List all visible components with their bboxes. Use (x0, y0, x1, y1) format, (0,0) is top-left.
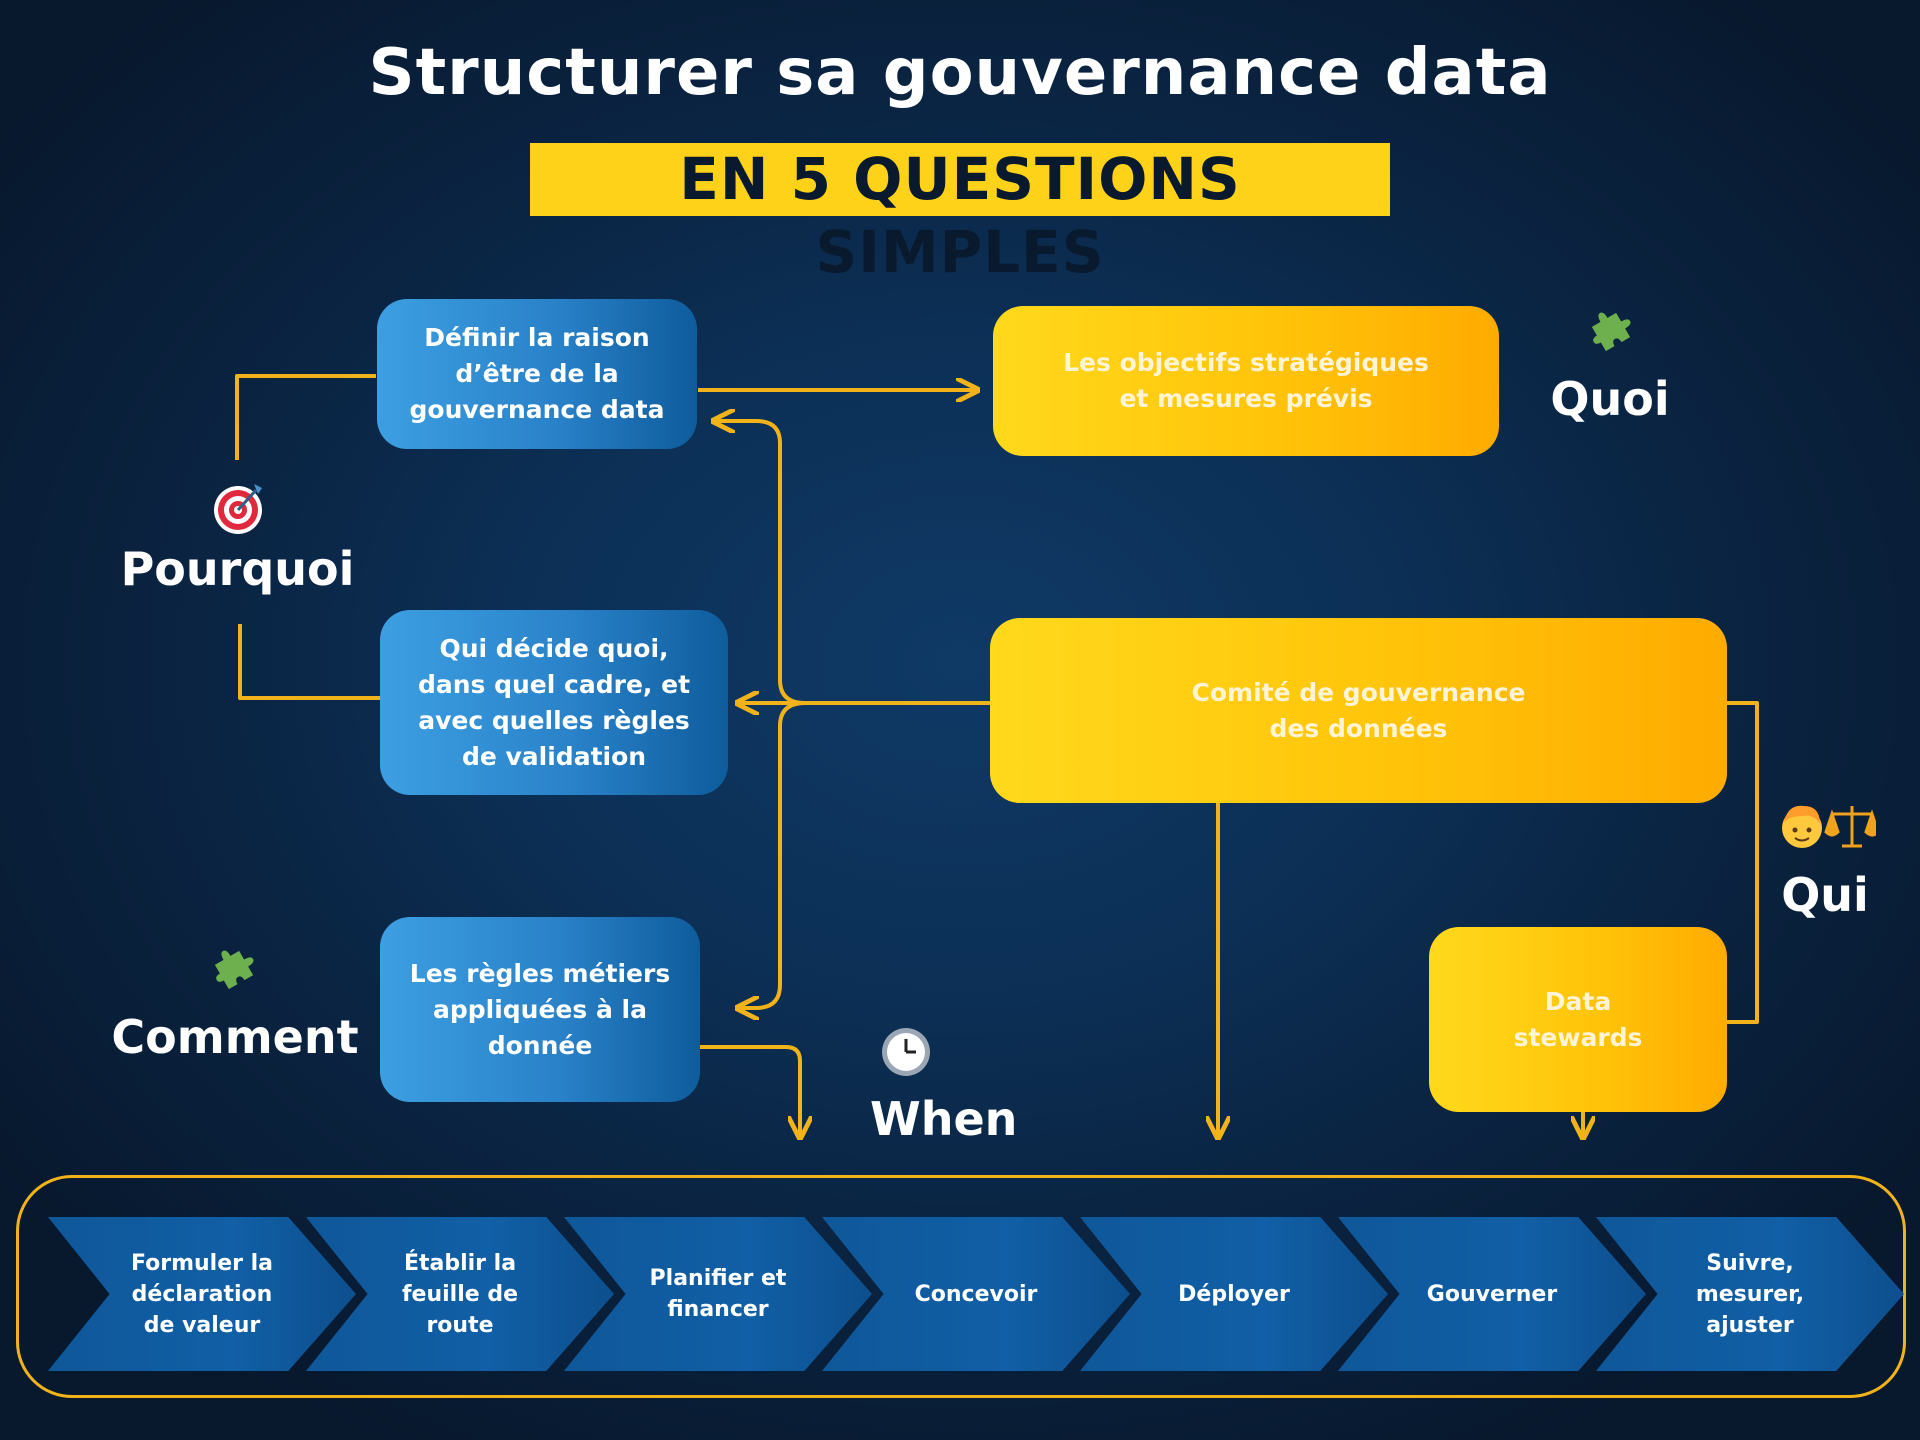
arrow-comite-to-raison (716, 421, 806, 705)
puzzle-icon (1591, 312, 1631, 352)
label-pourquoi: Pourquoi (120, 542, 355, 596)
page-title: Structurer sa gouvernance data (368, 36, 1552, 110)
qui-bracket (1725, 701, 1759, 1024)
target-icon (214, 484, 262, 534)
step-chevron: Établir la feuille de route (306, 1217, 614, 1371)
step-label: Planifier et financer (649, 1266, 787, 1322)
box-raison-detre: Définir la raison d’être de la gouvernan… (377, 299, 697, 449)
arrow-regles-to-when (700, 1045, 800, 1135)
label-quoi: Quoi (1550, 372, 1670, 426)
step-label: Déployer (1178, 1281, 1290, 1307)
step-label: Gouverner (1426, 1281, 1558, 1307)
label-comment: Comment (111, 1010, 359, 1064)
label-qui: Qui (1781, 868, 1869, 922)
pourquoi-bracket-top (235, 374, 376, 460)
label-when: When (870, 1092, 1018, 1146)
box-qui-decide: Qui décide quoi, dans quel cadre, et ave… (380, 610, 728, 795)
clock-icon (882, 1028, 930, 1076)
step-label: Formuler la déclaration de valeur (130, 1250, 274, 1338)
step-label: Établir la feuille de route (401, 1250, 519, 1338)
person-scales-icon (1782, 805, 1876, 848)
box-regles-metiers: Les règles métiers appliquées à la donné… (380, 917, 700, 1102)
puzzle-icon (214, 950, 254, 990)
box-data-stewards: Data stewards (1429, 927, 1727, 1112)
step-label: Suivre, mesurer, ajuster (1695, 1250, 1805, 1338)
step-label: Concevoir (914, 1281, 1038, 1307)
process-frame (16, 1175, 1906, 1398)
step-chevron: Planifier et financer (564, 1217, 872, 1371)
pourquoi-bracket-bottom (238, 624, 380, 700)
box-objectifs: Les objectifs stratégiques et mesures pr… (993, 306, 1499, 456)
arrow-comite-to-regles (740, 701, 806, 1008)
box-comite: Comité de gouvernance des données (990, 618, 1727, 803)
page-subtitle: EN 5 QUESTIONS SIMPLES (530, 143, 1390, 286)
